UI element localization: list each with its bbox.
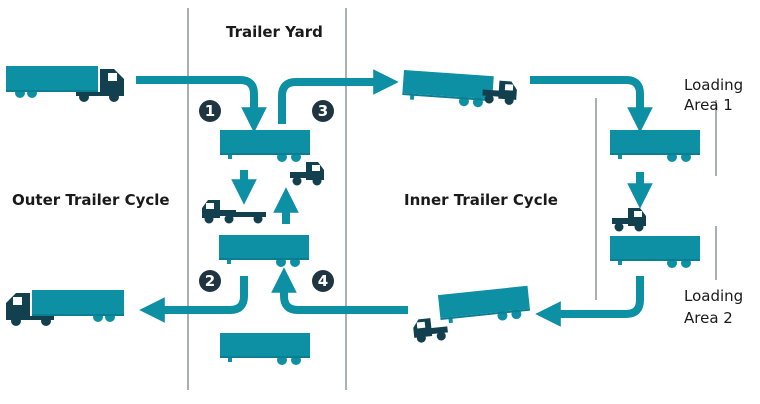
arrow-to-loading-area-1	[530, 76, 653, 133]
arrow-entry	[136, 76, 267, 133]
step-4-badge: 4	[312, 270, 334, 292]
yard-trailer-middle-icon	[219, 235, 309, 267]
arrow-step4-return	[271, 267, 408, 314]
arrow-step2-exit	[139, 276, 248, 323]
outer-cycle-label: Outer Trailer Cycle	[12, 191, 170, 209]
step-2-badge: 2	[199, 270, 221, 292]
inner-truck-top-icon	[401, 70, 518, 109]
yard-trailer-top-icon	[220, 130, 310, 162]
loading-area-2-trailer-icon	[610, 236, 700, 268]
step-1-badge: 1	[199, 100, 221, 122]
inner-truck-bottom-icon	[412, 285, 531, 344]
svg-text:1: 1	[205, 102, 215, 120]
incoming-truck-icon	[6, 66, 124, 102]
svg-text:3: 3	[318, 102, 328, 120]
yard-trailer-bottom-icon	[220, 333, 310, 365]
step-3-badge: 3	[312, 100, 334, 122]
loading-area-1-label-line1: Loading	[684, 76, 743, 94]
yard-tractor-left-icon	[202, 200, 266, 224]
loading-area-1-label-line2: Area 1	[684, 96, 733, 114]
outgoing-truck-icon	[6, 290, 124, 326]
svg-text:2: 2	[205, 272, 215, 290]
svg-text:4: 4	[318, 272, 328, 290]
yard-tractor-right-icon	[290, 162, 324, 186]
arrow-step3-exit	[278, 69, 399, 124]
loading-tractor-icon	[612, 208, 646, 232]
trailer-yard-label: Trailer Yard	[226, 23, 323, 41]
inner-cycle-label: Inner Trailer Cycle	[404, 191, 558, 209]
arrow-from-loading-area-2	[535, 276, 644, 327]
loading-area-2-label-line2: Area 2	[684, 309, 733, 327]
loading-area-2-label-line1: Loading	[684, 287, 743, 305]
loading-area-1-trailer-icon	[610, 130, 700, 162]
